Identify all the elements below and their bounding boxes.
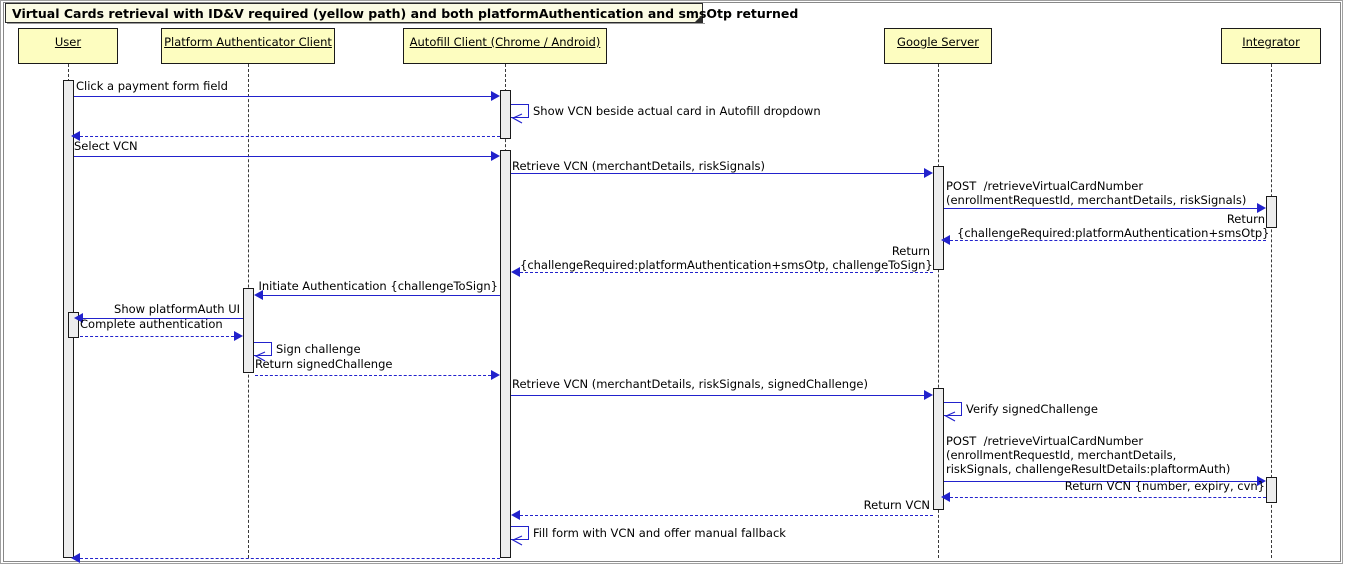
message-line-m17	[950, 497, 1266, 498]
message-arrowhead-m1	[491, 91, 500, 101]
message-line-m18	[520, 515, 933, 516]
message-line-m10	[83, 318, 243, 319]
activation-google-server-1	[933, 166, 944, 270]
self-loop-m15	[944, 402, 962, 416]
participant-autofill-client[interactable]: Autofill Client (Chrome / Android)	[403, 28, 607, 64]
activation-autofill-1	[500, 90, 511, 139]
message-label-m18: Return VCN	[863, 498, 930, 512]
message-label-m12: Sign challenge	[276, 342, 361, 356]
message-arrowhead-m9	[254, 290, 263, 300]
self-loop-m19	[511, 526, 529, 540]
message-line-m3	[80, 136, 500, 137]
self-loop-m12	[254, 342, 272, 356]
title-note-shadow	[7, 23, 705, 24]
activation-autofill-2	[500, 150, 511, 558]
message-line-m8	[520, 272, 933, 273]
message-arrowhead-m20	[71, 553, 80, 563]
message-arrowhead-m14	[924, 390, 933, 400]
lifeline-integrator	[1271, 64, 1272, 558]
message-arrowhead-m17	[941, 492, 950, 502]
message-line-m9	[263, 295, 500, 296]
message-arrowhead-m6	[1257, 203, 1266, 213]
message-label-m10: Show platformAuth UI	[114, 302, 240, 316]
self-loop-m2	[511, 104, 529, 118]
message-arrowhead-m4	[491, 151, 500, 161]
participant-google-server[interactable]: Google Server	[884, 28, 992, 64]
message-arrowhead-m15	[944, 411, 956, 422]
message-label-m1: Click a payment form field	[76, 79, 228, 93]
message-label-m13: Return signedChallenge	[255, 357, 393, 371]
participant-platform-authenticator-client[interactable]: Platform Authenticator Client	[161, 28, 335, 64]
message-label-m8: Return {challengeRequired:platformAuthen…	[520, 244, 933, 272]
message-label-m7: Return {challengeRequired:platformAuthen…	[957, 212, 1270, 240]
message-arrowhead-m7	[941, 235, 950, 245]
activation-platform-authenticator	[243, 288, 254, 373]
message-arrowhead-m11	[234, 331, 243, 341]
message-line-m20	[80, 558, 500, 559]
message-arrowhead-m5	[924, 168, 933, 178]
message-arrowhead-m8	[511, 267, 520, 277]
message-line-m6	[944, 208, 1257, 209]
participant-user-label: User	[54, 35, 82, 49]
message-label-m6: POST /retrieveVirtualCardNumber (enrollm…	[946, 179, 1247, 207]
message-arrowhead-m3	[71, 131, 80, 141]
message-arrowhead-m18	[511, 510, 520, 520]
message-line-m16	[944, 481, 1257, 482]
message-label-m16: POST /retrieveVirtualCardNumber (enrollm…	[946, 434, 1231, 476]
participant-integrator[interactable]: Integrator	[1221, 28, 1321, 64]
activation-google-server-2	[933, 388, 944, 510]
message-arrowhead-m19	[511, 535, 523, 546]
message-label-m19: Fill form with VCN and offer manual fall…	[533, 526, 786, 540]
message-label-m9: Initiate Authentication {challengeToSign…	[258, 279, 498, 293]
diagram-title-note: Virtual Cards retrieval with ID&V requir…	[5, 3, 798, 23]
message-label-m2: Show VCN beside actual card in Autofill …	[533, 104, 821, 118]
message-line-m5	[511, 173, 924, 174]
message-arrowhead-m10	[74, 313, 83, 323]
participant-integrator-label: Integrator	[1242, 35, 1300, 49]
message-arrowhead-m12	[254, 351, 266, 362]
message-label-m17: Return VCN {number, expiry, cvn}	[1064, 479, 1265, 493]
message-arrowhead-m2	[511, 113, 523, 124]
diagram-title-text: Virtual Cards retrieval with ID&V requir…	[12, 6, 799, 21]
message-arrowhead-m16	[1257, 476, 1266, 486]
message-line-m4	[74, 156, 491, 157]
message-line-m1	[74, 96, 491, 97]
message-line-m13	[255, 375, 491, 376]
activation-integrator-1	[1266, 196, 1277, 228]
lifeline-google-server	[938, 64, 939, 558]
message-line-m11	[80, 336, 234, 337]
diagram-inner-frame	[3, 2, 1341, 562]
participant-platform-authenticator-client-label: Platform Authenticator Client	[164, 35, 332, 49]
activation-user-platform-auth	[68, 312, 79, 338]
message-label-m5: Retrieve VCN (merchantDetails, riskSigna…	[512, 159, 765, 173]
message-label-m14: Retrieve VCN (merchantDetails, riskSigna…	[512, 377, 868, 391]
note-fold-corner	[695, 15, 702, 22]
participant-user[interactable]: User	[18, 28, 118, 64]
message-line-m7	[950, 240, 1266, 241]
message-line-m14	[511, 395, 924, 396]
participant-autofill-client-label: Autofill Client (Chrome / Android)	[409, 35, 601, 49]
message-arrowhead-m13	[491, 370, 500, 380]
message-label-m15: Verify signedChallenge	[966, 402, 1098, 416]
message-label-m11: Complete authentication	[80, 317, 223, 331]
participant-google-server-label: Google Server	[897, 35, 979, 49]
message-label-m4: Select VCN	[74, 139, 138, 153]
activation-integrator-2	[1266, 477, 1277, 503]
